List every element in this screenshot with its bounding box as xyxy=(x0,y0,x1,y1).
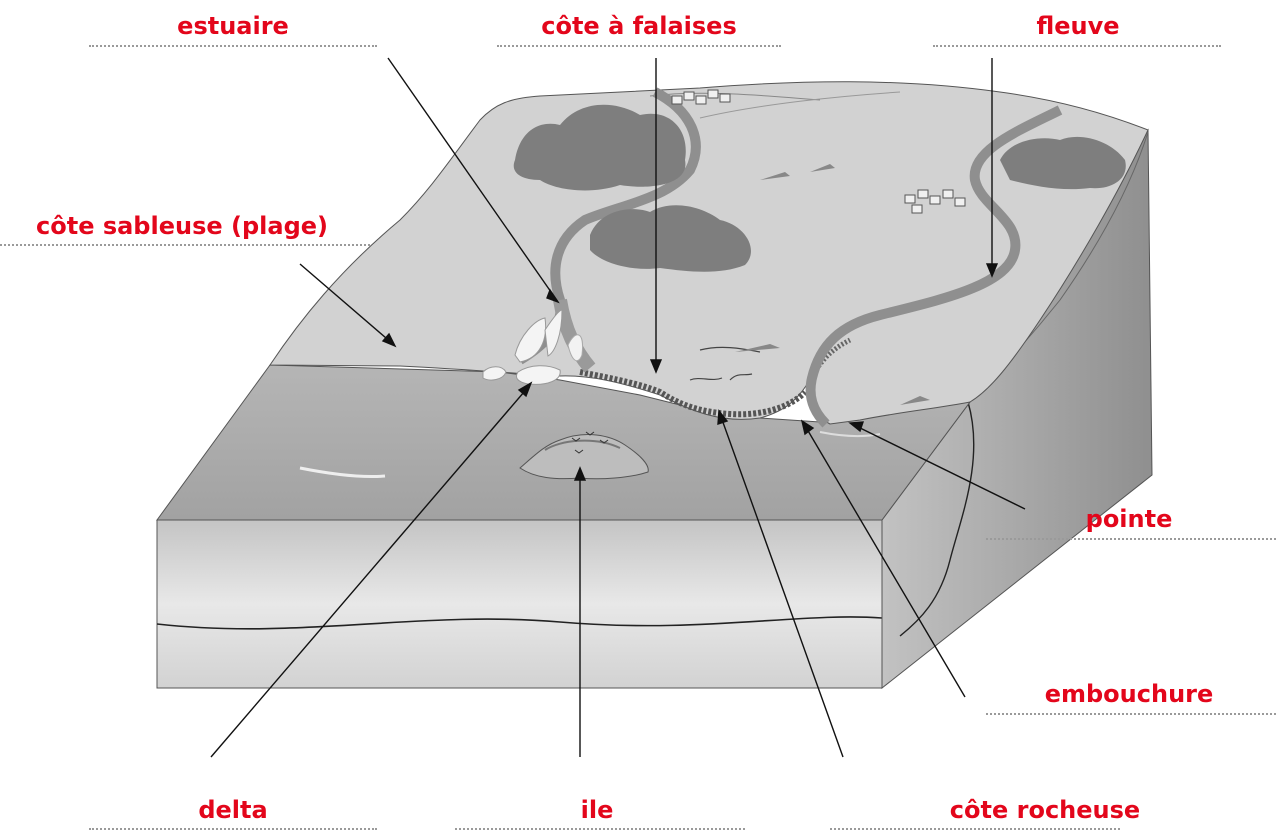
label-cote-falaises: côte à falaises xyxy=(541,12,737,40)
label-cote-sableuse: côte sableuse (plage) xyxy=(36,212,328,240)
forests xyxy=(513,104,1126,405)
leader-embouchure xyxy=(986,713,1276,715)
label-embouchure: embouchure xyxy=(1044,680,1214,708)
arrow-estuaire xyxy=(387,57,559,303)
leader-ile xyxy=(455,828,745,830)
block-front-face xyxy=(156,519,883,689)
arrow-embouchure xyxy=(803,423,966,698)
leader-cote-sableuse xyxy=(0,244,370,246)
leader-cote-falaises xyxy=(497,45,781,47)
leader-delta xyxy=(89,828,377,830)
arrow-pointe xyxy=(851,423,1026,510)
label-estuaire: estuaire xyxy=(177,12,289,40)
label-pointe: pointe xyxy=(1085,505,1173,533)
leader-fleuve xyxy=(933,45,1221,47)
arrow-cote-rocheuse xyxy=(719,413,844,758)
leader-pointe xyxy=(986,538,1276,540)
arrow-cote-sableuse xyxy=(299,263,394,345)
label-delta: delta xyxy=(198,796,268,824)
arrow-delta xyxy=(210,384,531,758)
label-fleuve: fleuve xyxy=(1036,12,1120,40)
label-cote-rocheuse: côte rocheuse xyxy=(949,796,1141,824)
delta-islands xyxy=(482,309,584,385)
island xyxy=(519,431,649,480)
leader-estuaire xyxy=(89,45,377,47)
label-ile: ile xyxy=(580,796,614,824)
leader-cote-rocheuse xyxy=(830,828,1120,830)
pointer-arrows xyxy=(210,57,1026,758)
villages xyxy=(671,89,966,214)
